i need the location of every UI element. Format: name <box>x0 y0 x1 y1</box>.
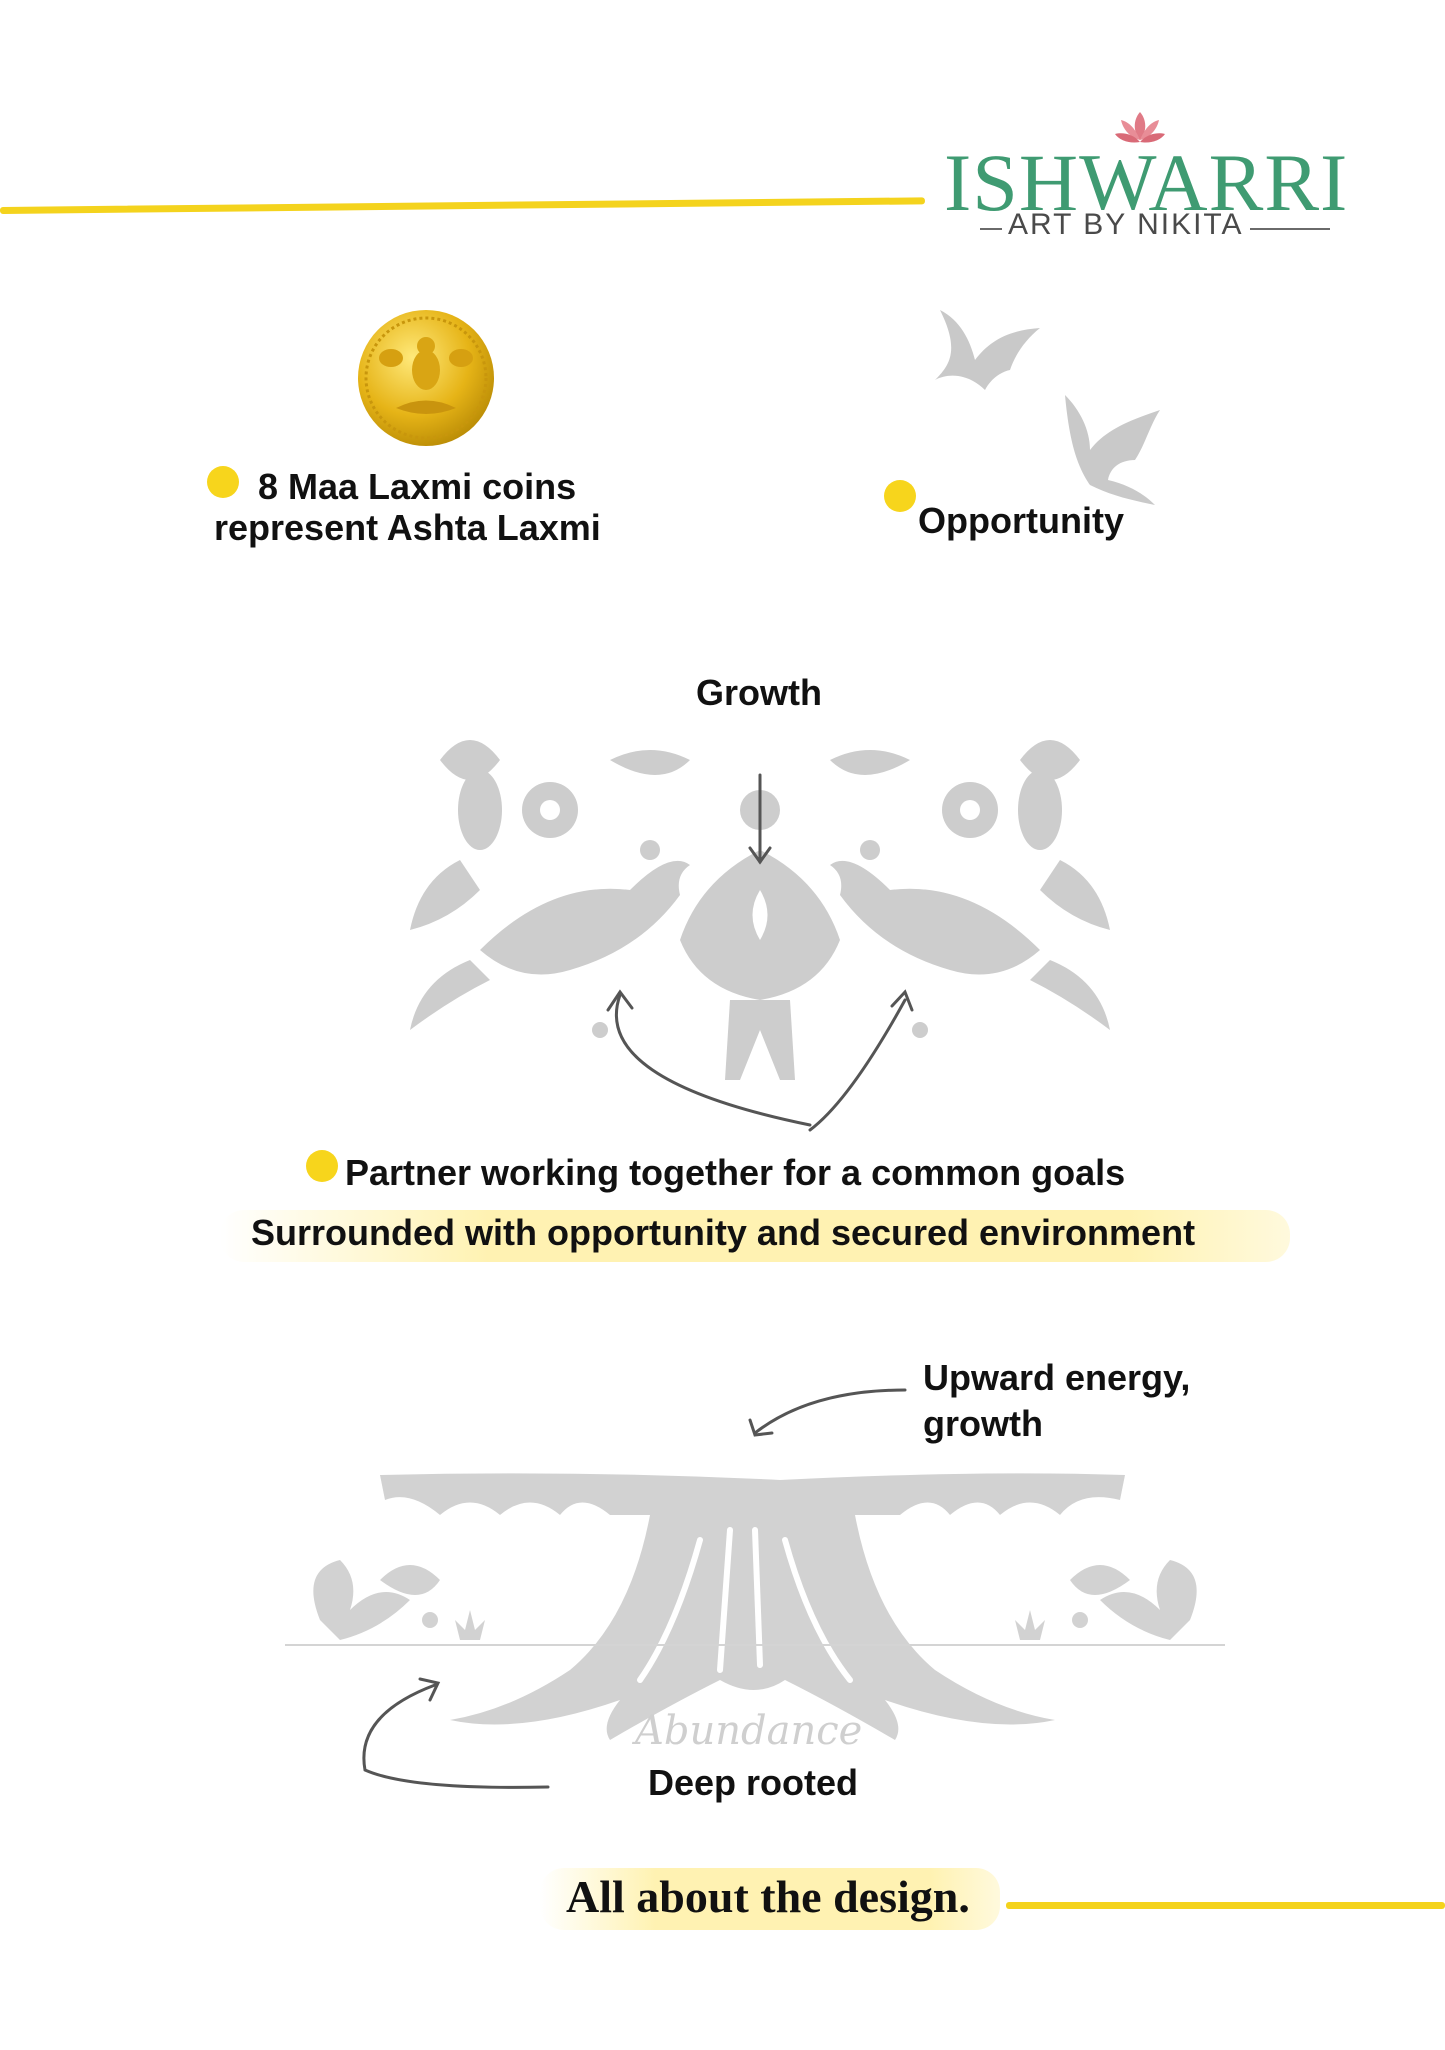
brand-logo: ISHWARRI ART BY NIKITA <box>940 110 1347 250</box>
deep-rooted-arrow <box>362 1677 550 1789</box>
tree-trunk-roots <box>285 1473 1225 1740</box>
subtitle-highlight <box>220 1210 1290 1262</box>
footer-accent-line <box>1006 1902 1445 1909</box>
footer-highlight <box>540 1868 1000 1930</box>
upward-arrow <box>748 1388 907 1437</box>
coins-label-line1: 8 Maa Laxmi coins <box>258 466 577 507</box>
growth-label: Growth <box>696 672 822 713</box>
partners-label: Partner working together for a common go… <box>345 1152 1126 1193</box>
coins-label-line2: represent Ashta Laxmi <box>214 507 601 548</box>
flying-birds-icon <box>935 310 1160 505</box>
bullet-dot-opportunity <box>884 480 916 512</box>
opportunity-label: Opportunity <box>918 500 1124 541</box>
abundance-watermark: Abundance <box>635 1708 863 1754</box>
upward-label-line1: Upward energy, <box>923 1357 1191 1398</box>
brand-name: ISHWARRI <box>944 137 1349 228</box>
header-accent-line <box>0 197 925 214</box>
bullet-dot-coins <box>207 466 239 498</box>
partners-subtitle: Surrounded with opportunity and secured … <box>251 1212 1196 1253</box>
brand-tagline: ART BY NIKITA <box>1002 210 1250 240</box>
deep-rooted-label: Deep rooted <box>648 1762 859 1803</box>
lotus-icon <box>1115 112 1165 143</box>
bullet-dot-partners <box>306 1150 338 1182</box>
gold-coin-icon <box>358 310 494 446</box>
folk-art-birds-tree <box>410 740 1110 1132</box>
upward-label-line2: growth <box>923 1403 1043 1444</box>
footer-title: All about the design. <box>566 1871 970 1922</box>
